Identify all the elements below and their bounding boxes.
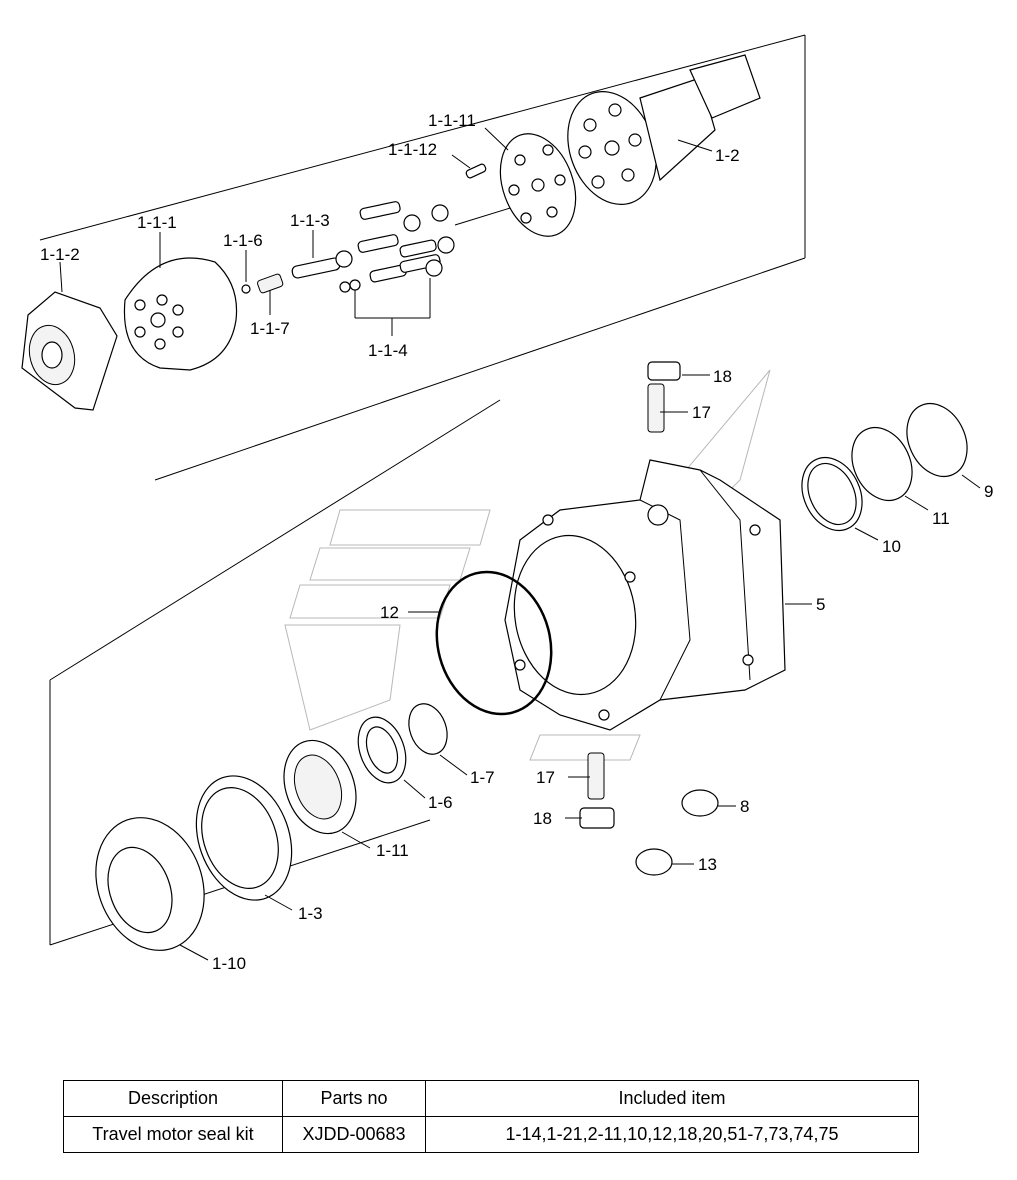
table-row: Travel motor seal kit XJDD-00683 1-14,1-… [63,1116,919,1153]
rings-9-10-11 [801,402,968,532]
table-header-row: Description Parts no Included item [63,1080,919,1117]
callout-13: 13 [698,855,717,874]
callout-11: 11 [932,509,950,528]
cylinder-block-part [123,257,238,371]
callout-1-3: 1-3 [298,904,323,923]
cell-parts-no: XJDD-00683 [282,1116,426,1153]
header-parts-no: Parts no [282,1080,426,1117]
valve-plate-part [21,291,118,411]
callout-1-10: 1-10 [212,954,246,973]
small-parts-1-1-6-1-1-7 [241,273,284,294]
callout-1-1-4: 1-1-4 [368,341,408,360]
callout-1-1-1: 1-1-1 [137,213,177,232]
callout-1-7: 1-7 [470,768,495,787]
cell-included-item: 1-14,1-21,2-11,10,12,18,20,51-7,73,74,75 [425,1116,919,1153]
callout-1-1-2: 1-1-2 [40,245,80,264]
plugs-8-13 [635,789,719,876]
callout-1-1-11: 1-1-11 [428,111,476,130]
retainer-plate-part [465,133,577,237]
bolts-and-studs [579,361,681,829]
o-ring-part [435,570,553,716]
callout-labels: 1-1-2 1-1-1 1-1-6 1-1-3 1-1-7 1-1-4 1-1-… [40,111,993,973]
pistons-part [291,201,455,293]
callout-18-top: 18 [713,367,732,386]
exploded-parts-diagram: 1-1-2 1-1-1 1-1-6 1-1-3 1-1-7 1-1-4 1-1-… [21,34,993,973]
callout-leaders [59,127,981,961]
callout-18-bottom: 18 [533,809,552,828]
motor-housing-part [504,459,786,731]
callout-10: 10 [882,537,901,556]
callout-1-1-12: 1-1-12 [388,140,437,159]
callout-1-1-6: 1-1-6 [223,231,263,250]
bearing-stack [95,703,448,951]
callout-1-6: 1-6 [428,793,453,812]
callout-9: 9 [984,482,993,501]
callout-1-1-3: 1-1-3 [290,211,330,230]
callout-1-1-7: 1-1-7 [250,319,290,338]
header-description: Description [63,1080,283,1117]
callout-17-bottom: 17 [536,768,555,787]
drive-shaft-part [567,54,761,205]
callout-12: 12 [380,603,399,622]
header-included-item: Included item [425,1080,919,1117]
callout-5: 5 [816,595,825,614]
callout-17-top: 17 [692,403,711,422]
callout-1-11: 1-11 [376,841,409,860]
callout-8: 8 [740,797,749,816]
seal-kit-table: Description Parts no Included item Trave… [63,1080,919,1153]
callout-1-2: 1-2 [715,146,740,165]
cell-description: Travel motor seal kit [63,1116,283,1153]
